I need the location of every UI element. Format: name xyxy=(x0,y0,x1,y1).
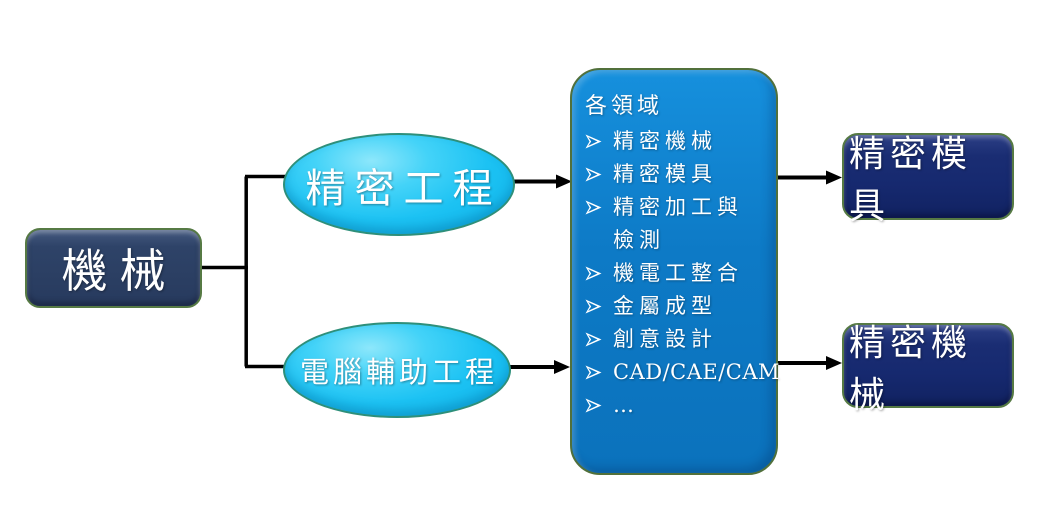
node-precision-molds: 精密模具 xyxy=(842,133,1014,227)
list-item-label: 精密加工與 檢測 xyxy=(613,195,743,252)
node-computer-aided-engineering-label: 電腦輔助工程 xyxy=(299,355,498,389)
list-item: … xyxy=(585,389,768,422)
list-item: CAD/CAE/CAM xyxy=(585,356,780,389)
fields-panel: 各領域 精密機械 精密模具 精密加工與 檢測 機電工整合 金屬成型 xyxy=(570,68,780,475)
list-item-label: CAD/CAE/CAM xyxy=(613,360,781,384)
list-item-label: 金屬成型 xyxy=(613,294,717,318)
list-item-label: 精密模具 xyxy=(613,162,717,186)
node-precision-engineering-label: 精密工程 xyxy=(305,165,502,212)
list-item-label: … xyxy=(613,393,639,417)
node-precision-machinery: 精密機械 xyxy=(842,323,1014,416)
list-item-label: 精密機械 xyxy=(613,129,717,153)
arrow-bullet-icon xyxy=(585,365,602,380)
list-item: 精密加工與 檢測 xyxy=(585,191,768,257)
arrow-bullet-icon xyxy=(585,299,602,314)
list-item: 金屬成型 xyxy=(585,290,768,323)
arrow-bullet-icon xyxy=(585,266,602,281)
arrow-bullet-icon xyxy=(585,134,602,149)
list-item: 創意設計 xyxy=(585,323,768,356)
node-precision-machinery-label: 精密機械 xyxy=(849,322,973,416)
list-item-label: 機電工整合 xyxy=(613,261,743,285)
node-machinery-label: 機械 xyxy=(61,244,178,298)
list-item: 精密機械 xyxy=(585,125,768,158)
node-precision-molds-label: 精密模具 xyxy=(849,133,973,227)
arrow-bullet-icon xyxy=(585,398,602,413)
list-item-label: 創意設計 xyxy=(613,327,717,351)
node-machinery: 機械 xyxy=(25,228,202,308)
node-computer-aided-engineering: 電腦輔助工程 xyxy=(283,322,511,418)
arrow-bullet-icon xyxy=(585,167,602,182)
node-precision-engineering: 精密工程 xyxy=(283,133,515,236)
fields-list: 精密機械 精密模具 精密加工與 檢測 機電工整合 金屬成型 創意設計 xyxy=(585,125,780,422)
list-item: 精密模具 xyxy=(585,158,768,191)
arrow-bullet-icon xyxy=(585,200,602,215)
list-item: 機電工整合 xyxy=(585,257,768,290)
fields-heading: 各領域 xyxy=(585,94,664,119)
arrow-bullet-icon xyxy=(585,332,602,347)
